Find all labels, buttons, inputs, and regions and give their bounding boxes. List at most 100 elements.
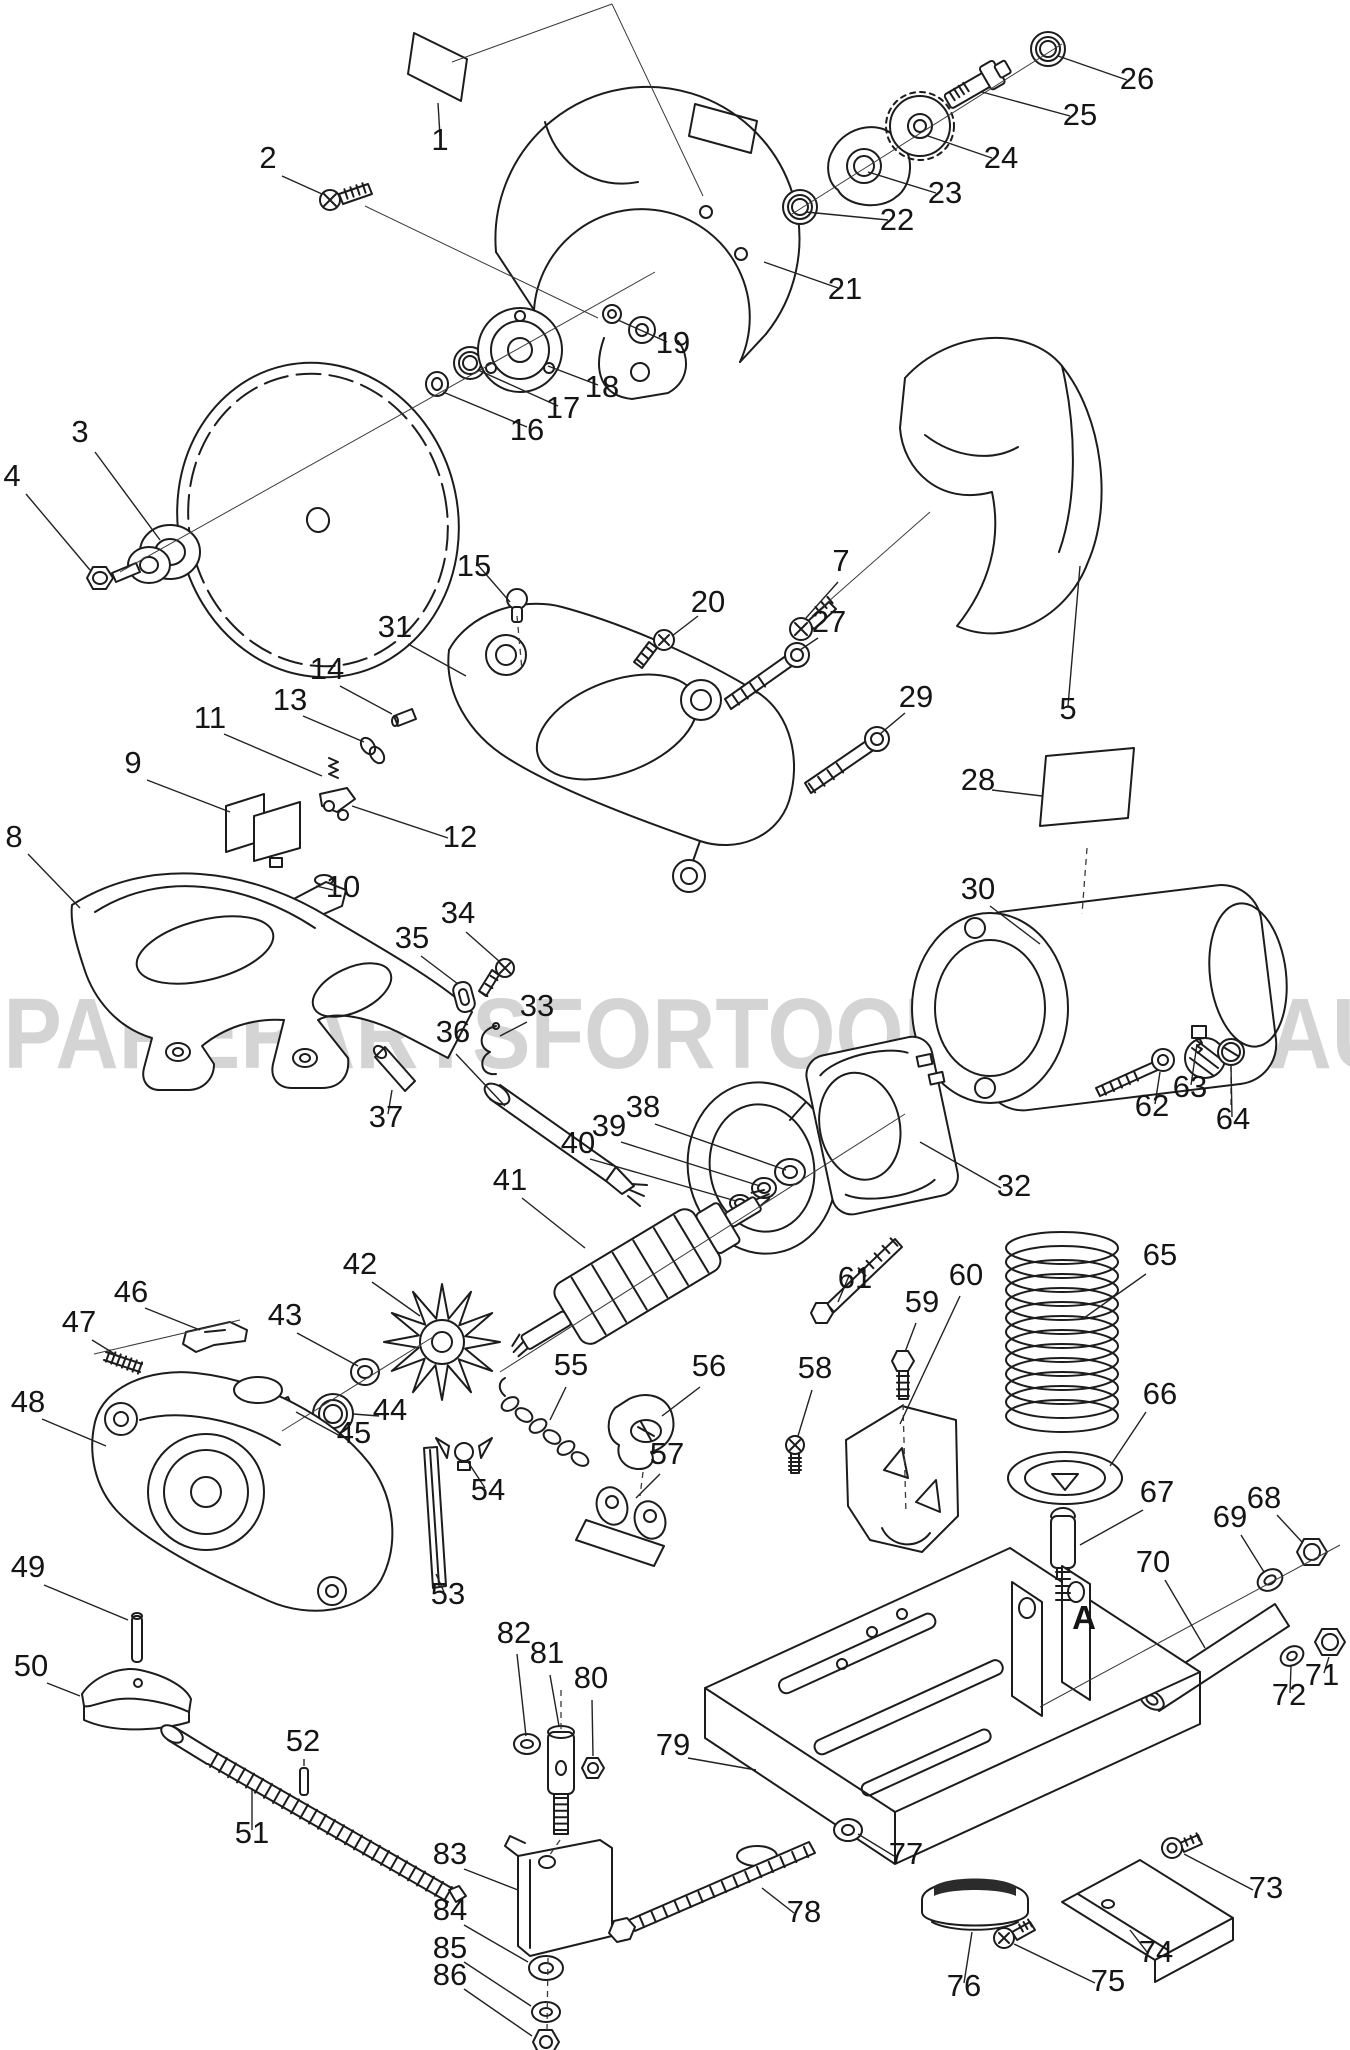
leader-line-3 (94, 451, 161, 541)
part-label-44: 44 (373, 1392, 407, 1427)
thread-ticks (638, 1845, 810, 1929)
part-label-79: 79 (656, 1727, 690, 1762)
leader-line-61 (837, 1275, 850, 1303)
part-label-11: 11 (194, 700, 226, 735)
pivot-bracket-57 (575, 1486, 667, 1567)
thread-ticks (948, 81, 970, 102)
leader-line-72 (1289, 1665, 1292, 1694)
part-label-51: 51 (235, 1815, 269, 1850)
leader-line-75 (1013, 1943, 1096, 1984)
part-label-20: 20 (691, 584, 725, 619)
leader-line-62 (1154, 1071, 1161, 1105)
washer-39 (751, 1177, 777, 1199)
part-label-37: 37 (369, 1099, 403, 1134)
part-label-53: 53 (431, 1576, 465, 1611)
leader-line-57 (635, 1473, 661, 1499)
spring-seat-66 (1007, 1451, 1123, 1505)
screw-58 (785, 1435, 805, 1474)
part-label-9: 9 (124, 745, 141, 780)
washer-38 (774, 1158, 806, 1186)
leader-line-29 (879, 712, 906, 735)
thread-ticks (788, 1457, 802, 1471)
part-label-18: 18 (585, 369, 619, 404)
part-label-46: 46 (114, 1274, 148, 1309)
part-label-31: 31 (378, 609, 412, 644)
vise-handle-50 (81, 1668, 192, 1731)
part-label-77: 77 (889, 1836, 923, 1871)
leader-line-45 (295, 1411, 343, 1438)
leader-line-16 (442, 391, 528, 428)
leader-line-34 (465, 931, 501, 963)
part-label-10: 10 (326, 869, 360, 904)
part-label-65: 65 (1143, 1237, 1177, 1272)
part-label-5: 5 (1059, 691, 1076, 726)
part-label-14: 14 (310, 651, 344, 686)
cooling-fan-42 (383, 1283, 501, 1401)
thread-ticks (343, 182, 367, 200)
part-label-81: 81 (530, 1635, 564, 1670)
inner-flange-and-bolt (86, 524, 201, 590)
washer-43 (350, 1358, 380, 1386)
thread-ticks (857, 1237, 899, 1277)
thread-ticks (1018, 1918, 1033, 1933)
part-label-12: 12 (443, 819, 477, 854)
leader-line-31 (407, 643, 467, 677)
washer-19 (602, 304, 622, 324)
brush-cap-64 (1217, 1038, 1245, 1066)
part-label-60: 60 (949, 1257, 983, 1292)
leader-line-50 (46, 1682, 81, 1697)
guide-plate-60 (845, 1405, 959, 1553)
leader-line-30 (989, 905, 1041, 945)
part-label-40: 40 (561, 1125, 595, 1160)
leader-line-9 (146, 779, 231, 813)
washer-84 (528, 1955, 564, 1981)
part-label-21: 21 (828, 271, 862, 306)
part-label-62: 62 (1135, 1088, 1169, 1123)
rings-13 (359, 736, 386, 765)
leader-line-64 (1230, 1065, 1233, 1118)
thread-ticks (553, 1797, 569, 1831)
leader-line-43 (296, 1332, 359, 1367)
leader-line-44 (352, 1413, 380, 1417)
leader-line-33 (499, 1021, 528, 1037)
part-label-47: 47 (62, 1304, 96, 1339)
part-label-59: 59 (905, 1284, 939, 1319)
screw-20 (633, 629, 675, 669)
leader-lines (25, 55, 1330, 2037)
pin-37 (372, 1044, 416, 1092)
part-label-42: 42 (343, 1246, 377, 1281)
part-label-52: 52 (286, 1723, 320, 1758)
leader-line-67 (1079, 1509, 1144, 1546)
leader-line-81 (549, 1674, 560, 1727)
clamp-holder-74 (1061, 1859, 1234, 1983)
part-label-16: 16 (510, 412, 544, 447)
part-label-34: 34 (441, 895, 475, 930)
leader-line-21 (763, 261, 839, 289)
hex-nut-71 (1314, 1628, 1346, 1656)
part-label-71: 71 (1305, 1657, 1339, 1692)
spring-hook-33 (480, 1022, 500, 1076)
part-label-25: 25 (1063, 97, 1097, 132)
leader-line-36 (455, 1053, 506, 1107)
part-label-70: 70 (1136, 1544, 1170, 1579)
part-label-58: 58 (798, 1350, 832, 1385)
flange-18 (477, 307, 563, 393)
part-label-35: 35 (395, 920, 429, 955)
coil-spring-65 (1005, 1231, 1119, 1433)
leader-line-1 (437, 102, 441, 137)
washer-16 (425, 371, 449, 397)
screw-34 (478, 958, 515, 997)
leader-line-13 (302, 715, 365, 743)
leader-line-76 (963, 1931, 973, 1984)
leader-line-32 (919, 1141, 1002, 1189)
part-label-4: 4 (3, 458, 20, 493)
thread-ticks (896, 1375, 910, 1397)
leader-line-69 (1240, 1534, 1265, 1573)
part-label-86: 86 (433, 1957, 467, 1992)
part-label-13: 13 (273, 682, 307, 717)
leader-line-71 (1323, 1656, 1330, 1674)
base-79 (704, 1547, 1201, 1867)
leader-line-66 (1109, 1411, 1147, 1467)
leader-line-79 (687, 1757, 757, 1771)
